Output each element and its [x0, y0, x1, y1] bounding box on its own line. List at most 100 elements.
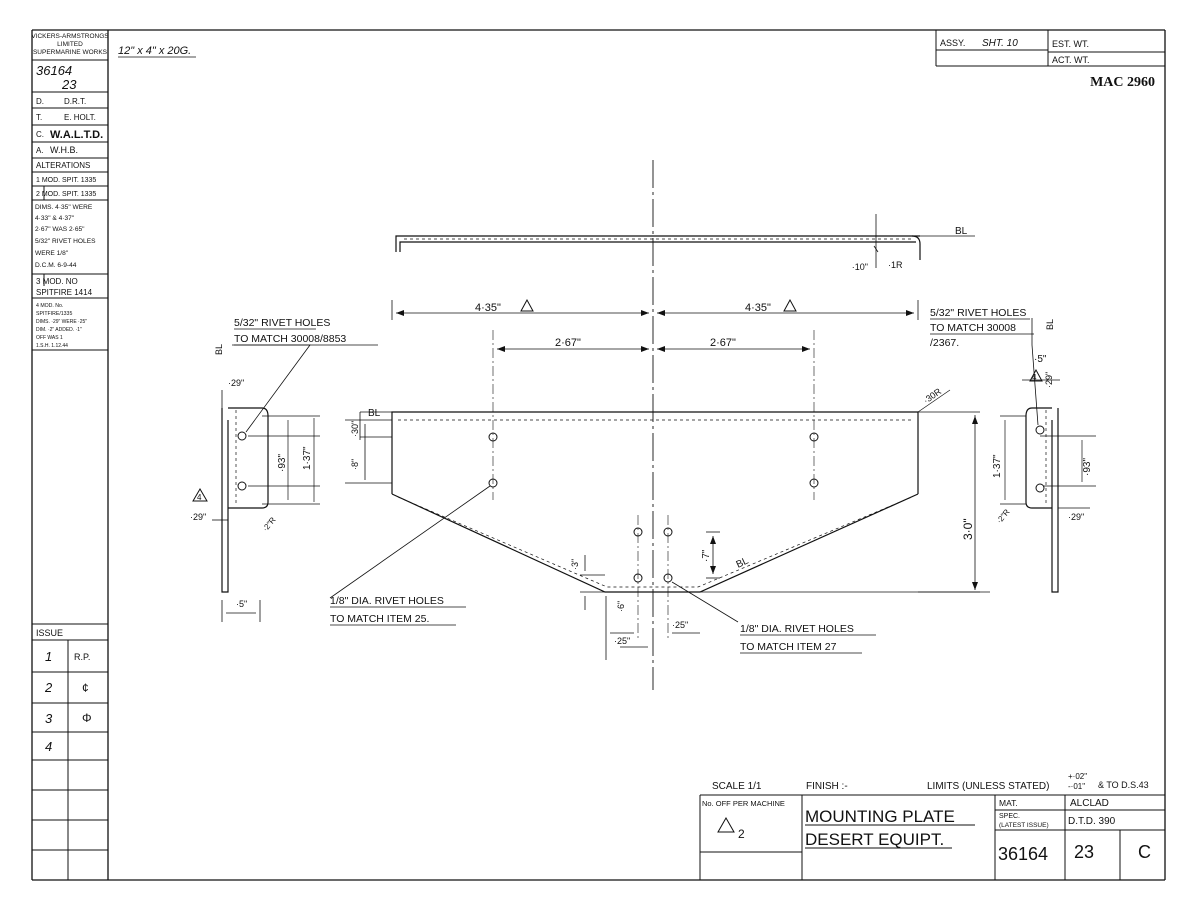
limits-label: LIMITS (UNLESS STATED) [927, 781, 1049, 792]
spec-label-2: (LATEST ISSUE) [999, 822, 1049, 829]
title-line-2: DESERT EQUIPT. [805, 830, 944, 849]
issue-row-3: 3 [45, 711, 53, 726]
dim-bottom-edge: ·6" [616, 601, 626, 612]
alteration-2-l3: 4·33" & 4·37" [35, 215, 75, 222]
top-edge-view [395, 214, 975, 268]
issue-row-2: 2 [44, 680, 53, 695]
sheet-ref: SHT. 10 [982, 38, 1018, 49]
sign-role-d: D. [36, 97, 44, 106]
alteration-3-l1: 3 MOD. NO [36, 277, 78, 286]
company-line-2: LIMITED [57, 41, 83, 48]
alteration-1: 1 MOD. SPIT. 1335 [36, 177, 96, 184]
bend-line-right-flange: BL [1045, 319, 1055, 330]
alterations-heading: ALTERATIONS [36, 161, 90, 170]
sign-name-c: W.A.L.T.D. [50, 129, 103, 141]
dimension-lines [359, 300, 990, 660]
material-label: MAT. [999, 798, 1018, 808]
sign-name-d: D.R.T. [64, 97, 86, 106]
dim-left-hole-offset: ·25" [614, 636, 630, 646]
alteration-2-l7: D.C.M. 6-9-44 [35, 262, 77, 269]
alteration-4-l3: DIMS. ·29" WERE ·25" [36, 319, 87, 325]
callout-left-top-l1: 5/32" RIVET HOLES [234, 317, 330, 329]
drawing-number: 36164 [998, 844, 1048, 864]
spec-label-1: SPEC. [999, 813, 1020, 820]
left-flange-holes [237, 431, 247, 491]
limits-minus: -·01" [1068, 782, 1085, 791]
triangle-note-left: 4 [197, 493, 202, 502]
dim-right-hole-offset: ·25" [672, 620, 688, 630]
dim-right-flange-lip: ·29" [1068, 512, 1084, 522]
mac-number: MAC 2960 [1090, 75, 1155, 90]
header-box [935, 30, 1165, 67]
issue-mark-3: Φ [82, 711, 92, 725]
dim-left-half-width: 4·35" [475, 302, 501, 314]
strip-sheet-number: 23 [61, 77, 77, 92]
issue-mark-1: R.P. [74, 652, 90, 662]
dim-bottom-offset: ·3" [570, 559, 580, 570]
callout-right-top-l1: 5/32" RIVET HOLES [930, 307, 1026, 319]
alteration-4-l1: 4 MOD. No. [36, 303, 63, 309]
issue-heading: ISSUE [36, 628, 63, 638]
alteration-4-l6: 1.S.H. 1.12.44 [36, 343, 68, 349]
issue-mark-2: ¢ [82, 681, 89, 695]
quantity: 2 [738, 827, 745, 841]
alteration-2-l4: 2·67" WAS 2·65" [35, 226, 85, 233]
sign-name-t: E. HOLT. [64, 113, 96, 122]
dim-right-flange-radius: ·2"R [995, 507, 1012, 525]
callout-right-bottom-l2: TO MATCH ITEM 27 [740, 641, 837, 653]
alterations-list: ALTERATIONS 1 MOD. SPIT. 1335 2 MOD. SPI… [35, 161, 96, 349]
dim-right-flange-width: ·29" [1044, 372, 1054, 388]
company-box: VICKERS-ARMSTRONGS LIMITED SUPERMARINE W… [31, 33, 109, 56]
sheet-number: 23 [1074, 842, 1094, 862]
hole-center-lines [492, 330, 815, 640]
left-strip [32, 59, 108, 880]
title-block-frame [699, 794, 1165, 880]
dim-corner-radius: ·30R [921, 386, 943, 406]
alteration-2-l2: DIMS. 4·35" WERE [35, 204, 93, 211]
limits-standard: & TO D.S.43 [1098, 780, 1149, 790]
dim-thickness: ·10" [852, 262, 868, 272]
no-off-label: No. OFF PER MACHINE [702, 799, 785, 808]
stock-size: 12" x 4" x 20G. [118, 45, 191, 57]
strip-drawing-number: 36164 [36, 63, 72, 78]
spec-value: D.T.D. 390 [1068, 816, 1116, 827]
alteration-3-l2: SPITFIRE 1414 [36, 288, 93, 297]
sign-role-t: T. [36, 113, 42, 122]
dim-right-flange-length: 1·37" [992, 454, 1003, 478]
callout-left-bottom-l1: 1/8" DIA. RIVET HOLES [330, 595, 444, 607]
alteration-2-l6: WERE 1/8" [35, 250, 69, 257]
dim-left-flange-width: ·29" [228, 378, 244, 388]
dim-left-flange-lip: ·29" [190, 512, 206, 522]
callout-left-bottom-l2: TO MATCH ITEM 25. [330, 613, 429, 625]
dim-right-hole-centers: ·93" [1082, 458, 1093, 476]
assy-label: ASSY. [940, 38, 965, 48]
alteration-2-l1: 2 MOD. SPIT. 1335 [36, 191, 96, 198]
dim-right-hole-spacing: 2·67" [710, 337, 736, 349]
sign-role-a: A. [36, 146, 44, 155]
rivet-holes [488, 432, 819, 583]
dim-bend-radius-top: ·1R [888, 260, 903, 270]
act-weight-label: ACT. WT. [1052, 55, 1090, 65]
est-weight-label: EST. WT. [1052, 39, 1089, 49]
dim-left-hole-pitch: ·8" [350, 459, 360, 470]
alteration-4-l4: DIM. ·2" ADDED. ·1" [36, 327, 82, 333]
alteration-4-l2: SPITFIRE/1335 [36, 311, 72, 317]
limits-plus: +·02" [1068, 772, 1087, 781]
dim-left-flange-depth: ·5" [236, 599, 247, 609]
dim-left-flange-length: 1·37" [302, 446, 313, 470]
sign-name-a: W.H.B. [50, 145, 78, 155]
left-flange-view [212, 390, 320, 622]
right-flange-view [1000, 379, 1096, 593]
dim-left-hole-centers: ·93" [277, 454, 288, 472]
alteration-2-l5: 5/32" RIVET HOLES [35, 238, 96, 245]
dim-bottom-hole-pitch: ·7" [701, 549, 712, 562]
dim-left-top-offset: ·30" [350, 421, 360, 437]
callout-right-bottom-l1: 1/8" DIA. RIVET HOLES [740, 623, 854, 635]
issue-table: ISSUE 1 R.P. 2 ¢ 3 Φ 4 [36, 628, 92, 754]
callout-right-top-l3: /2367. [930, 337, 959, 349]
dim-overall-height: 3·0" [961, 518, 975, 540]
sign-off-list: D. D.R.T. T. E. HOLT. C. W.A.L.T.D. A. W… [36, 97, 103, 155]
issue-row-1: 1 [45, 649, 52, 664]
issue-row-4: 4 [45, 739, 52, 754]
